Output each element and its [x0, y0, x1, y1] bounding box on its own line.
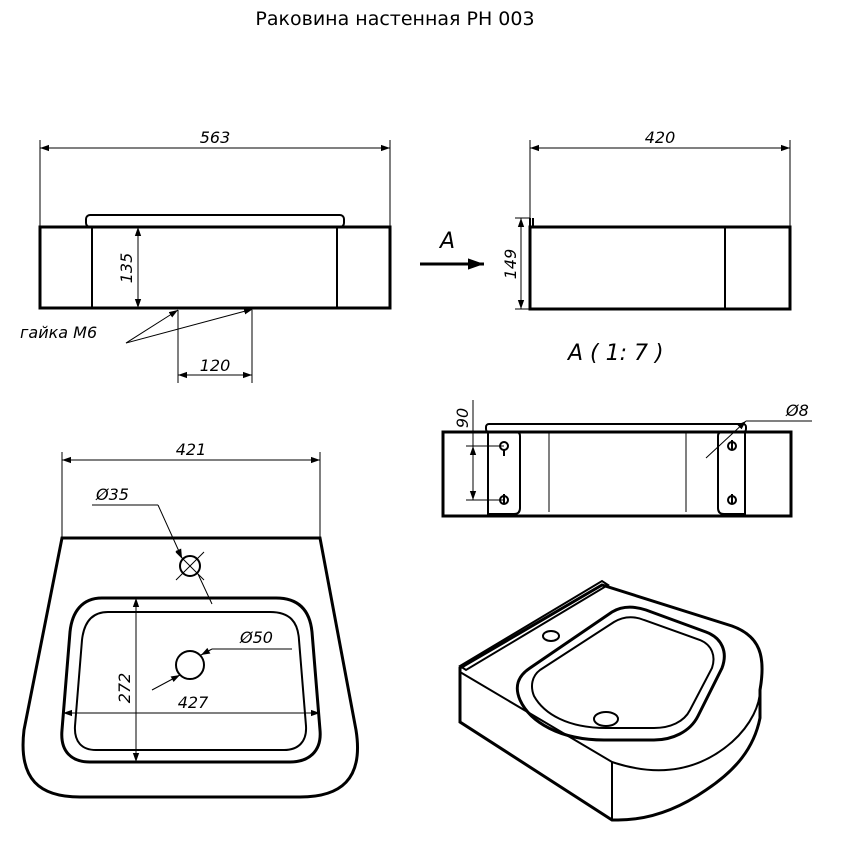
side-view-body — [528, 225, 792, 311]
side-width-label: 420 — [645, 128, 676, 147]
keyhole-bottom-right — [727, 494, 737, 505]
iso-drain-hole — [593, 711, 619, 727]
view-a: 90 Ø8 — [441, 400, 812, 518]
tap-hole-label: Ø35 — [95, 485, 129, 504]
front-view-rim — [85, 214, 345, 228]
iso-top-front-edge — [459, 671, 761, 772]
iso-bowl-outer — [515, 605, 726, 742]
drain-hole-label: Ø50 — [239, 628, 273, 647]
bracket-left — [488, 431, 521, 515]
drain-hole — [175, 650, 205, 680]
nut-label: гайка М6 — [20, 323, 97, 342]
keyhole-bottom-left — [499, 494, 509, 505]
keyhole-top-left — [499, 441, 509, 456]
view-a-height-label: 90 — [453, 408, 472, 428]
view-a-body — [441, 430, 793, 518]
top-view: 421 Ø35 Ø50 272 427 — [21, 440, 359, 799]
front-height-label: 135 — [117, 253, 136, 284]
isometric-view — [458, 579, 764, 822]
view-a-arrow: А — [420, 229, 484, 270]
nut-spacing-label: 120 — [200, 356, 231, 375]
bowl-outer-edge — [60, 596, 322, 764]
iso-tap-hole — [542, 630, 560, 642]
tap-hole-leader — [197, 573, 213, 605]
nut-leader-right — [125, 308, 254, 344]
view-a-rim — [485, 423, 747, 433]
tap-hole — [179, 555, 201, 577]
bracket-right — [717, 431, 745, 515]
view-arrow-label: А — [438, 229, 455, 254]
iso-bowl-inner — [531, 616, 715, 729]
top-width-label: 421 — [176, 440, 207, 459]
bowl-width-label: 427 — [178, 693, 209, 712]
front-width-label: 563 — [200, 128, 231, 147]
side-height-label: 149 — [501, 249, 520, 280]
front-view: 563 135 гайка М6 120 — [20, 128, 392, 383]
drawing-title: Раковина настенная РН 003 — [255, 8, 535, 30]
view-a-caption: А ( 1: 7 ) — [566, 341, 664, 366]
side-view: 420 149 — [501, 128, 792, 311]
iso-outline — [458, 583, 764, 822]
top-view-outline — [21, 536, 359, 799]
keyhole-top-right — [727, 440, 737, 451]
nut-leader-left — [125, 309, 179, 344]
bowl-inner-edge — [73, 611, 308, 751]
iso-back-ledge — [458, 579, 610, 672]
hole-label: Ø8 — [785, 401, 809, 420]
bowl-depth-label: 272 — [115, 673, 134, 704]
